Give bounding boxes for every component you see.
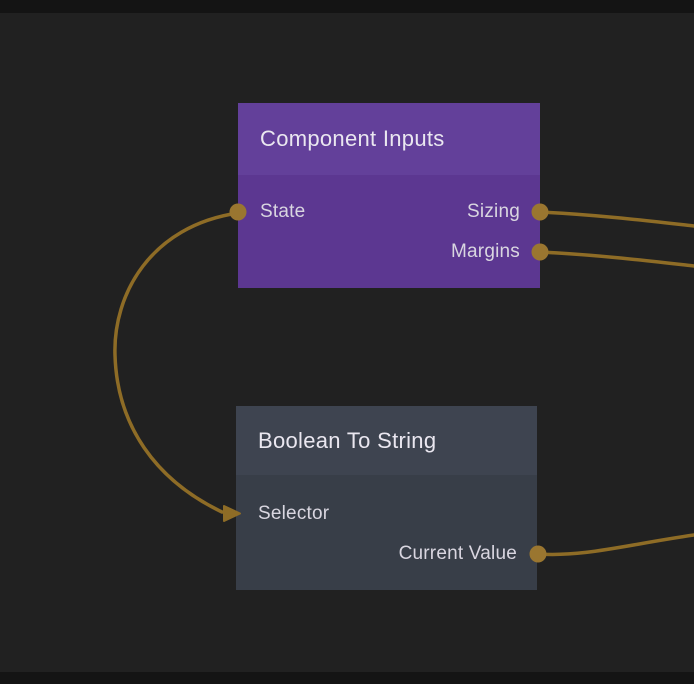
node-boolean-to-string[interactable]: Boolean To String Selector Current Value <box>236 406 537 590</box>
port-margins[interactable] <box>531 243 549 261</box>
port-label-current-value: Current Value <box>398 543 517 564</box>
node-component-inputs-body: State Sizing Margins <box>238 175 540 288</box>
window-bottom-edge <box>0 672 694 684</box>
wire-sizing-offscreen[interactable] <box>538 210 694 228</box>
node-component-inputs-header[interactable]: Component Inputs <box>238 103 540 175</box>
port-row: Current Value <box>236 534 537 574</box>
port-label-sizing: Sizing <box>467 201 520 222</box>
node-title: Component Inputs <box>260 126 445 151</box>
port-row: State Sizing <box>238 192 540 232</box>
port-row: Selector <box>236 494 537 534</box>
port-sizing[interactable] <box>531 203 549 221</box>
port-label-state: State <box>260 201 306 222</box>
port-row: Margins <box>238 232 540 272</box>
node-title: Boolean To String <box>258 427 437 453</box>
wire-current-value-offscreen[interactable] <box>536 533 694 557</box>
window-top-edge <box>0 0 694 13</box>
wire-margins-offscreen[interactable] <box>538 250 694 268</box>
port-state[interactable] <box>229 203 247 221</box>
port-current-value[interactable] <box>529 545 547 563</box>
wire-state-to-selector[interactable] <box>113 211 240 514</box>
node-boolean-to-string-body: Selector Current Value <box>236 475 537 590</box>
node-boolean-to-string-header[interactable]: Boolean To String <box>236 406 537 475</box>
node-component-inputs[interactable]: Component Inputs State Sizing Margins <box>238 103 540 288</box>
port-label-margins: Margins <box>451 241 520 262</box>
port-label-selector: Selector <box>258 503 330 524</box>
